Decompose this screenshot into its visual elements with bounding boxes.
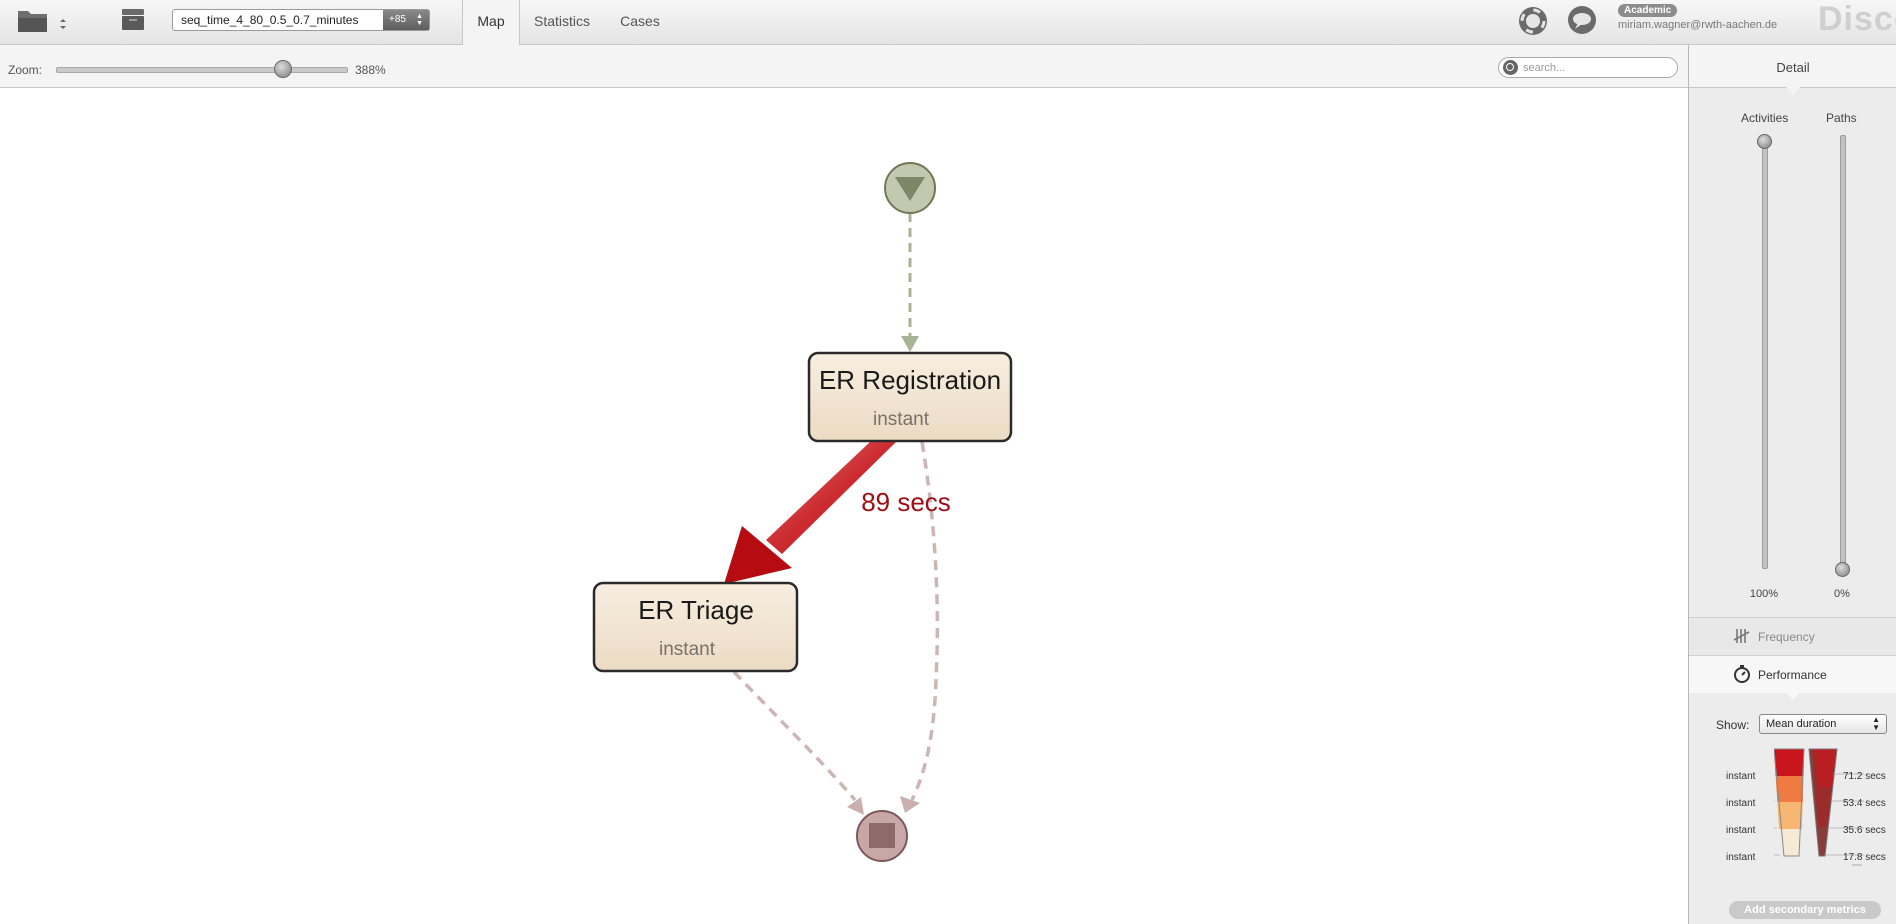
show-label: Show: xyxy=(1716,718,1750,732)
activities-slider-value: 100% xyxy=(1749,588,1779,600)
paths-slider-label: Paths xyxy=(1826,111,1857,125)
activity-node-er-triage[interactable]: ER Triage instant xyxy=(592,581,799,673)
activity-node-er-registration[interactable]: ER Registration instant xyxy=(807,351,1013,443)
dataset-count-badge: +85 ▲▼ xyxy=(383,10,429,30)
activity-name: ER Registration xyxy=(819,365,1001,395)
detail-panel: Detail Activities Paths 100% 0% Frequenc… xyxy=(1688,45,1896,924)
metric-select-value: Mean duration xyxy=(1766,718,1837,730)
top-toolbar: seq_time_4_80_0.5_0.7_minutes +85 ▲▼ Map… xyxy=(0,0,1896,45)
legend-node-value: instant xyxy=(1726,852,1756,863)
user-email: miriam.wagner@rwth-aachen.de xyxy=(1618,19,1778,31)
zoom-value: 388% xyxy=(355,63,386,77)
license-badge: Academic xyxy=(1618,4,1678,17)
edge-registration-to-end[interactable] xyxy=(900,441,940,813)
node-color-scale xyxy=(1774,748,1805,857)
paths-slider-value: 0% xyxy=(1834,588,1850,600)
metric-select[interactable]: Mean duration ▲▼ xyxy=(1759,714,1887,734)
process-map-svg: 89 secs ER Registration instant ER Triag… xyxy=(592,162,1013,862)
chevron-updown-icon: ▲▼ xyxy=(1872,715,1880,732)
dataset-count: +85 xyxy=(389,14,406,25)
performance-legend-scale xyxy=(1774,748,1864,866)
search-icon xyxy=(1503,60,1518,75)
activity-name: ER Triage xyxy=(638,595,754,625)
zoom-label: Zoom: xyxy=(8,63,43,77)
start-node[interactable] xyxy=(884,162,936,214)
archive-icon[interactable] xyxy=(119,6,147,37)
mode-performance[interactable]: Performance xyxy=(1689,655,1896,693)
activities-slider-thumb[interactable] xyxy=(1757,134,1772,149)
app-logo: Disco xyxy=(1818,0,1896,38)
paths-slider-thumb[interactable] xyxy=(1835,562,1850,577)
mode-frequency-label: Frequency xyxy=(1758,630,1815,644)
legend-edge-value: 35.6 secs xyxy=(1843,825,1886,836)
legend-node-value: instant xyxy=(1726,771,1756,782)
edge-color-scale xyxy=(1808,748,1838,857)
dataset-selector[interactable]: seq_time_4_80_0.5_0.7_minutes +85 ▲▼ xyxy=(172,9,430,31)
detail-header: Detail xyxy=(1689,45,1896,88)
zoom-slider-track[interactable] xyxy=(56,67,348,73)
tab-statistics[interactable]: Statistics xyxy=(533,13,590,29)
legend-node-value: instant xyxy=(1726,798,1756,809)
paths-slider-track[interactable] xyxy=(1840,135,1846,569)
stopwatch-icon xyxy=(1734,665,1750,683)
activity-metric: instant xyxy=(659,639,716,660)
dataset-name: seq_time_4_80_0.5_0.7_minutes xyxy=(181,13,359,27)
help-lifebuoy-icon[interactable] xyxy=(1517,5,1549,42)
add-secondary-metrics-button[interactable]: Add secondary metrics xyxy=(1729,901,1881,919)
tab-cases[interactable]: Cases xyxy=(620,13,660,29)
search-box[interactable] xyxy=(1498,57,1678,78)
edge-triage-to-end[interactable] xyxy=(732,670,864,815)
legend-edge-value: 17.8 secs xyxy=(1843,852,1886,863)
edge-duration-label: 89 secs xyxy=(861,487,951,517)
detail-title: Detail xyxy=(1776,60,1810,75)
chevron-updown-icon: ▲▼ xyxy=(416,13,423,27)
edge-registration-to-triage[interactable] xyxy=(724,442,896,584)
legend-edge-value: 71.2 secs xyxy=(1843,771,1886,782)
caret-down-icon xyxy=(1786,87,1800,95)
mode-performance-label: Performance xyxy=(1758,668,1827,682)
zoom-slider-thumb[interactable] xyxy=(274,60,293,78)
process-map-canvas[interactable]: 89 secs ER Registration instant ER Triag… xyxy=(0,88,1688,924)
mode-frequency[interactable]: Frequency xyxy=(1689,617,1896,655)
caret-down-icon xyxy=(1786,692,1800,700)
activity-metric: instant xyxy=(873,409,930,430)
end-square-icon xyxy=(869,823,895,848)
frequency-tally-icon xyxy=(1733,629,1750,643)
open-folder-icon[interactable] xyxy=(16,6,68,39)
start-triangle-icon xyxy=(895,177,925,201)
zoom-bar: Zoom: 388% xyxy=(0,45,1688,88)
tab-map[interactable]: Map xyxy=(462,0,520,45)
feedback-chat-icon[interactable] xyxy=(1566,5,1598,42)
activities-slider-label: Activities xyxy=(1741,111,1789,125)
search-input[interactable] xyxy=(1523,59,1671,76)
end-node[interactable] xyxy=(856,810,908,862)
edge-start-to-registration[interactable] xyxy=(901,213,919,352)
activities-slider-track[interactable] xyxy=(1762,135,1768,569)
legend-node-value: instant xyxy=(1726,825,1756,836)
legend-edge-value: 53.4 secs xyxy=(1843,798,1886,809)
